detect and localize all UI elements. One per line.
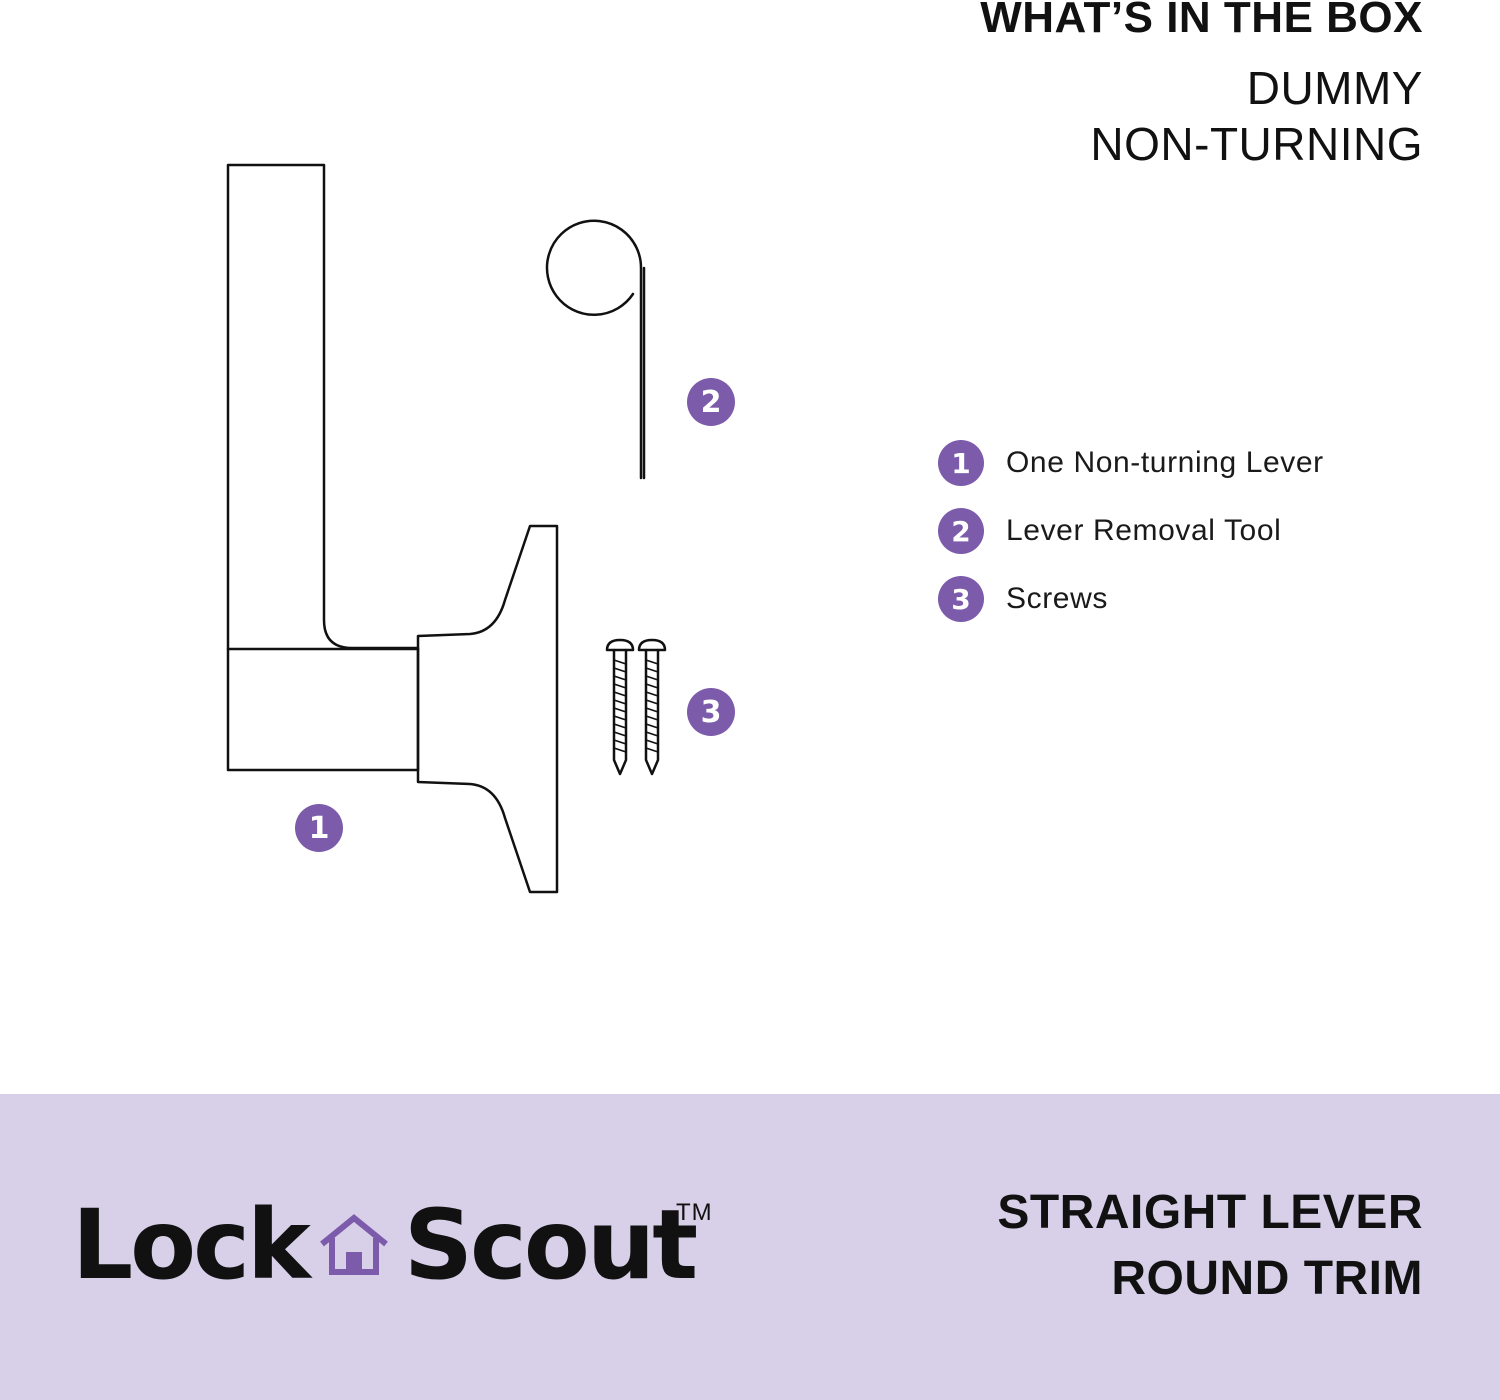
lever-handle — [226, 163, 420, 772]
legend-number-badge: 3 — [938, 576, 984, 622]
product-name: STRAIGHT LEVER ROUND TRIM — [997, 1180, 1423, 1312]
legend-item: 3 Screws — [938, 576, 1324, 622]
trademark-symbol: TM — [676, 1199, 713, 1226]
function-type: DUMMY — [1246, 62, 1423, 114]
footer-band — [0, 1094, 1500, 1400]
function-subtype: NON-TURNING — [1090, 118, 1423, 170]
screw-1 — [605, 638, 635, 776]
legend-label: Lever Removal Tool — [1006, 514, 1282, 547]
lever-drawing — [226, 163, 559, 894]
callout-badge-screws: 3 — [687, 688, 735, 736]
house-icon — [318, 1189, 390, 1301]
product-line-1: STRAIGHT LEVER — [997, 1186, 1423, 1239]
brand-logo: Lock Scout TM — [72, 1189, 712, 1301]
legend-item: 2 Lever Removal Tool — [938, 508, 1324, 554]
header: WHAT’S IN THE BOX DUMMY NON-TURNING — [980, 0, 1423, 172]
brand-name-part1: Lock — [72, 1189, 311, 1301]
legend-number-badge: 1 — [938, 440, 984, 486]
legend-item: 1 One Non-turning Lever — [938, 440, 1324, 486]
legend-label: One Non-turning Lever — [1006, 446, 1324, 479]
box-title: WHAT’S IN THE BOX — [980, 0, 1423, 42]
brand-name-part2: Scout — [403, 1189, 698, 1301]
product-line-2: ROUND TRIM — [1111, 1252, 1423, 1305]
callout-badge-lever: 1 — [295, 804, 343, 852]
screw-2 — [637, 638, 667, 776]
lever-rose — [416, 524, 559, 894]
screws-drawing — [605, 638, 667, 776]
legend-number-badge: 2 — [938, 508, 984, 554]
parts-illustration — [226, 163, 667, 894]
parts-legend: 1 One Non-turning Lever 2 Lever Removal … — [938, 440, 1324, 644]
callout-badge-tool: 2 — [687, 378, 735, 426]
removal-tool-drawing — [545, 219, 643, 480]
legend-label: Screws — [1006, 582, 1108, 615]
